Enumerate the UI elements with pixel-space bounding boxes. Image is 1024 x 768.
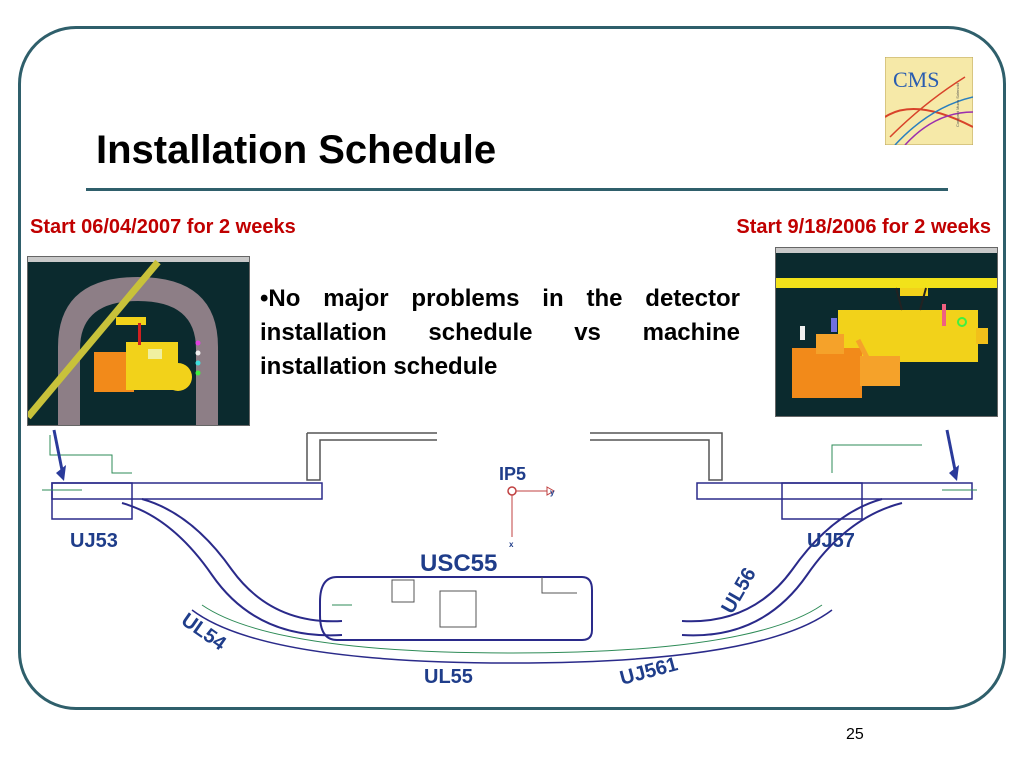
detector-screenshot-right (775, 247, 998, 417)
label-axis-x: x (509, 540, 514, 549)
label-axis-y: y (550, 488, 555, 497)
label-ul56: UL56 (717, 564, 761, 617)
slide-title: Installation Schedule (96, 128, 497, 172)
caption-left: Start 06/04/2007 for 2 weeks (30, 216, 296, 238)
title-underline (86, 188, 948, 191)
logo-subtext: Compact Muon Solenoid (955, 83, 960, 127)
label-ip5: IP5 (499, 464, 526, 484)
label-usc55: USC55 (420, 550, 497, 577)
label-ul55: UL55 (424, 666, 473, 688)
label-uj53: UJ53 (70, 530, 118, 552)
slide-frame (18, 26, 1006, 710)
cms-logo: CMS Compact Muon Solenoid (884, 56, 974, 146)
cavern-layout-diagram: IP5 y x UJ53 UJ57 USC55 UL54 UL55 UL56 U… (42, 425, 982, 690)
bullet-text: •No major problems in the detector insta… (260, 285, 740, 380)
label-uj57: UJ57 (807, 530, 855, 552)
logo-text: CMS (893, 67, 939, 92)
label-uj561: UJ561 (618, 653, 681, 690)
detector-screenshot-left (27, 256, 250, 426)
page-number: 25 (846, 726, 864, 743)
caption-right: Start 9/18/2006 for 2 weeks (736, 216, 991, 238)
